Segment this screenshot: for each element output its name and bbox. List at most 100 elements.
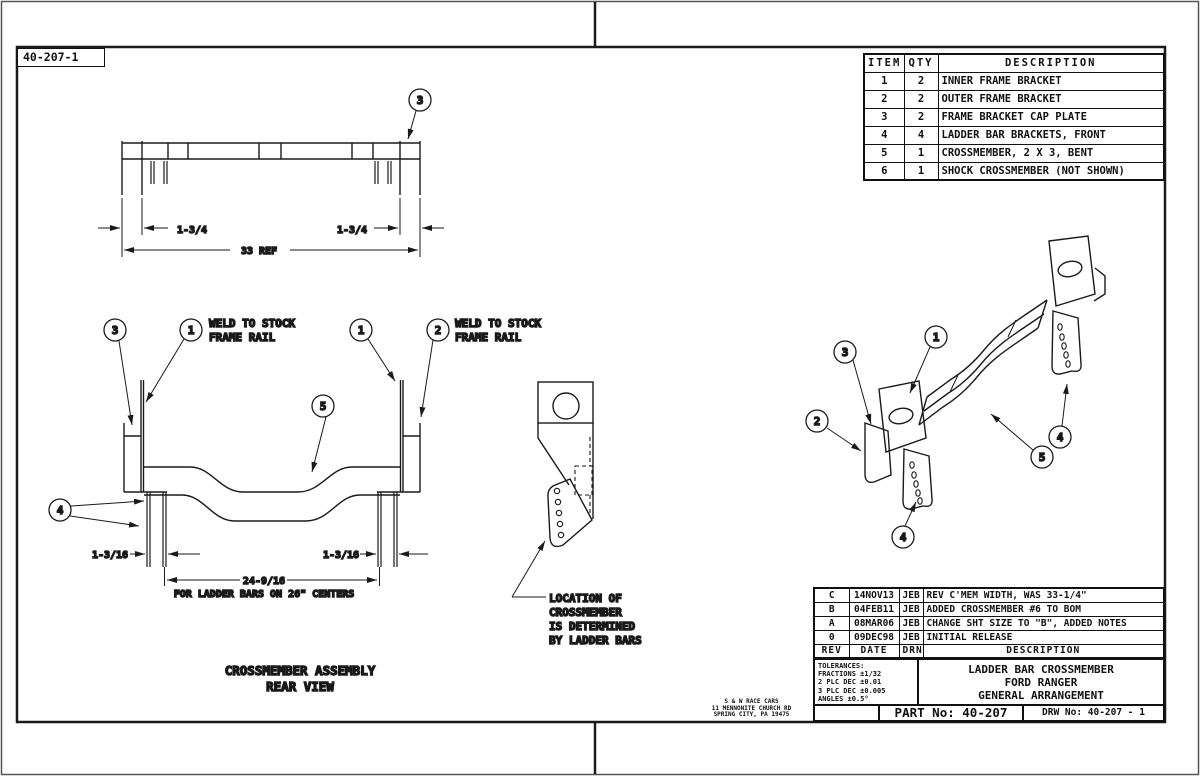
weld-note-left-1: WELD TO STOCK [209, 317, 295, 330]
bom-table: ITEM QTY DESCRIPTION 1 2 INNER FRAME BRA… [863, 53, 1165, 181]
balloon-4-iso-right: 4 [1048, 383, 1072, 449]
rev-date: 09DEC98 [848, 629, 900, 645]
balloon-4-iso-bottom: 4 [891, 501, 917, 549]
bom-row: 3 2 FRAME BRACKET CAP PLATE [863, 107, 1165, 127]
bom-qty: 1 [903, 161, 939, 181]
location-note-4: BY LADDER BARS [549, 634, 642, 647]
bom-item: 6 [863, 161, 905, 181]
ladder-bar-tabs-rear-view [146, 492, 398, 567]
bom-item: 5 [863, 143, 905, 163]
rev-letter: C [813, 587, 850, 603]
bom-description: LADDER BAR BRACKETS, FRONT [937, 125, 1165, 145]
bom-qty: 2 [903, 107, 939, 127]
dim-flange-left: 1-3/4 [177, 225, 207, 236]
bom-row: 1 2 INNER FRAME BRACKET [863, 71, 1165, 91]
svg-text:3: 3 [112, 324, 119, 337]
ladder-bar-bracket-plate [547, 478, 593, 548]
tolerance-line: 3 PLC DEC ±0.005 [818, 686, 886, 695]
svg-text:4: 4 [1057, 431, 1064, 444]
location-note-1: LOCATION OF [549, 592, 622, 605]
view-top-assembly: 1-3/4 1-3/4 33 REF 3 [98, 88, 444, 258]
svg-text:4: 4 [57, 504, 64, 517]
rev-date: 04FEB11 [848, 601, 900, 617]
rev-drn: JEB [898, 601, 924, 617]
iso-tube [918, 299, 1048, 426]
svg-text:3: 3 [417, 94, 424, 107]
dim-flange-right: 1-3/4 [337, 225, 367, 236]
rev-letter: 0 [813, 629, 850, 645]
rev-header-date: DATE [848, 643, 900, 659]
weld-note-left-2: FRAME RAIL [209, 331, 276, 344]
frame-rail-section [537, 381, 594, 424]
bom-item: 4 [863, 125, 905, 145]
rev-header-rev: REV [813, 643, 850, 659]
drawing-title-1: LADDER BAR CROSSMEMBER [968, 662, 1114, 676]
left-bracket [123, 380, 167, 493]
weld-note-right-2: FRAME RAIL [455, 331, 522, 344]
svg-text:4: 4 [900, 531, 907, 544]
right-bracket [377, 380, 421, 493]
balloon-4-rear: 4 [48, 498, 145, 528]
bom-qty: 2 [903, 71, 939, 91]
iso-upper-tab-holes [1057, 323, 1071, 368]
revision-row: 0 09DEC98 JEB INITIAL RELEASE [813, 629, 1165, 645]
rev-date: 14NOV13 [848, 587, 900, 603]
rev-letter: B [813, 601, 850, 617]
balloon-1-rear-left: 1 [145, 318, 203, 403]
svg-text:5: 5 [320, 400, 327, 413]
balloon-5-iso: 5 [990, 413, 1054, 469]
bom-header-row: ITEM QTY DESCRIPTION [863, 53, 1165, 73]
rear-view-caption-1: CROSSMEMBER ASSEMBLY [225, 663, 376, 678]
balloon-3-top: 3 [407, 88, 432, 140]
bom-qty: 2 [903, 89, 939, 109]
empty-cell [815, 706, 880, 720]
rev-description: ADDED CROSSMEMBER #6 TO BOM [922, 601, 1165, 617]
tolerance-line: ANGLES ±0.5° [818, 694, 869, 703]
svg-text:1: 1 [358, 324, 365, 337]
crossmember-tube [144, 466, 400, 522]
bom-qty: 4 [903, 125, 939, 145]
svg-text:1: 1 [933, 331, 940, 344]
rev-drn: JEB [898, 629, 924, 645]
view-rear-assembly: 1-3/16 1-3/16 24-9/16 FOR LADDER BARS ON… [48, 316, 542, 695]
bom-header-item: ITEM [863, 53, 905, 73]
iso-lower-tab-holes [909, 461, 923, 505]
rev-header-drn: DRN [898, 643, 924, 659]
bom-row: 4 4 LADDER BAR BRACKETS, FRONT [863, 125, 1165, 145]
location-note-2: CROSSMEMBER [549, 606, 622, 619]
drawing-title-2: FORD RANGER [1004, 675, 1078, 689]
dim-tab-right: 1-3/16 [323, 550, 359, 561]
bom-row: 2 2 OUTER FRAME BRACKET [863, 89, 1165, 109]
rev-header-description: DESCRIPTION [922, 643, 1165, 659]
svg-text:3: 3 [842, 346, 849, 359]
bracket-holes [553, 487, 565, 539]
bom-description: FRAME BRACKET CAP PLATE [937, 107, 1165, 127]
bom-description: CROSSMEMBER, 2 X 3, BENT [937, 143, 1165, 163]
location-note-leader [511, 540, 546, 598]
revision-header-row: REV DATE DRN DESCRIPTION [813, 643, 1165, 659]
ladder-bar-tabs-top-view [150, 161, 392, 184]
iso-upper-bracket [1048, 235, 1106, 375]
bom-header-description: DESCRIPTION [937, 53, 1165, 73]
view-isometric: 3 1 2 4 4 5 [805, 235, 1106, 549]
tolerance-line: 2 PLC DEC ±0.01 [818, 678, 882, 687]
dim-centers: 24-9/16 [243, 576, 285, 587]
balloon-1-rear-right: 1 [349, 318, 396, 382]
balloon-2-rear: 2 [419, 318, 450, 418]
revision-table: C 14NOV13 JEB REV C'MEM WIDTH, WAS 33-1/… [813, 587, 1165, 659]
frame-rail-hole [552, 392, 580, 420]
svg-text:2: 2 [435, 324, 442, 337]
bom-description: OUTER FRAME BRACKET [937, 89, 1165, 109]
drawing-title-cell: LADDER BAR CROSSMEMBER FORD RANGER GENER… [919, 660, 1163, 704]
rear-view-caption-2: REAR VIEW [266, 679, 334, 694]
bom-row: 6 1 SHOCK CROSSMEMBER (NOT SHOWN) [863, 161, 1165, 181]
part-number-row: PART No: 40-207 DRW No: 40-207 - 1 [813, 704, 1165, 722]
tolerance-line: TOLERANCES: [818, 662, 865, 670]
company-city: SPRING CITY, PA 19475 [713, 711, 790, 719]
rev-drn: JEB [898, 615, 924, 631]
company-block: S & W RACE CARS 11 MENNONITE CHURCH RD S… [695, 698, 808, 719]
drawing-title-3: GENERAL ARRANGEMENT [978, 688, 1104, 702]
